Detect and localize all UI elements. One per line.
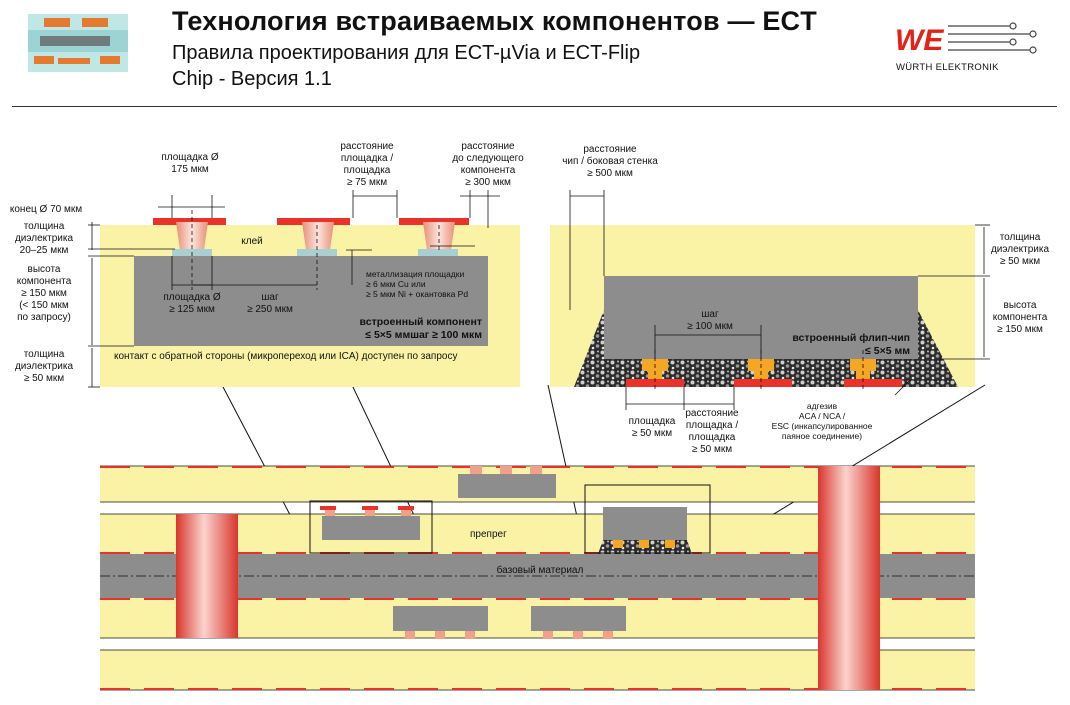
- logo-caption: WÜRTH ELEKTRONIK: [896, 62, 999, 73]
- end-dia-label: конец Ø 70 мкм: [10, 204, 82, 215]
- pitch-right-label: шаг≥ 100 мкм: [687, 309, 733, 332]
- stackup: [100, 465, 975, 691]
- svg-text:встроенный флип-чип≤ 5×5 мм: встроенный флип-чип≤ 5×5 мм: [792, 332, 910, 357]
- page-subtitle: Правила проектирования для ECT-µVia и EC…: [172, 40, 640, 92]
- svg-text:встроенный компонент≤ 5×5 ммша: встроенный компонент≤ 5×5 ммшаг ≥ 100 мк…: [360, 316, 483, 341]
- core-label: базовый материал: [497, 564, 584, 576]
- embedded-label: встроенный компонент≤ 5×5 ммшаг ≥ 100 мк…: [360, 316, 483, 341]
- glue-label: клей: [241, 236, 262, 247]
- pad-dia-min-label: площадка Ø≥ 125 мкм: [163, 292, 220, 315]
- plating-label: металлизация площадки≥ 6 мкм Cu или≥ 5 м…: [366, 269, 468, 299]
- pad-right-label: площадка≥ 50 мкм: [629, 416, 676, 439]
- we-logo-mark: WE: [895, 24, 944, 57]
- svg-text:металлизация площадки≥ 6 мкм C: металлизация площадки≥ 6 мкм Cu или≥ 5 м…: [366, 269, 468, 299]
- backside-label: контакт с обратной стороны (микропереход…: [114, 350, 457, 362]
- header-divider: [12, 106, 1057, 107]
- right-detail: [550, 190, 990, 410]
- thumbnail-image: [28, 14, 128, 72]
- subtitle-line-2: Chip - Версия 1.1: [172, 68, 332, 90]
- page-title: Технология встраиваемых компонентов — EC…: [172, 6, 817, 36]
- left-detail: [88, 190, 520, 388]
- pitch-label: шаг≥ 250 мкм: [247, 292, 293, 315]
- subtitle-line-1: Правила проектирования для ECT-µVia и EC…: [172, 42, 641, 64]
- prepreg-label: препрег: [470, 529, 507, 540]
- flipchip-label: встроенный флип-чип≤ 5×5 мм: [792, 332, 910, 357]
- we-logo: WE: [895, 22, 1037, 57]
